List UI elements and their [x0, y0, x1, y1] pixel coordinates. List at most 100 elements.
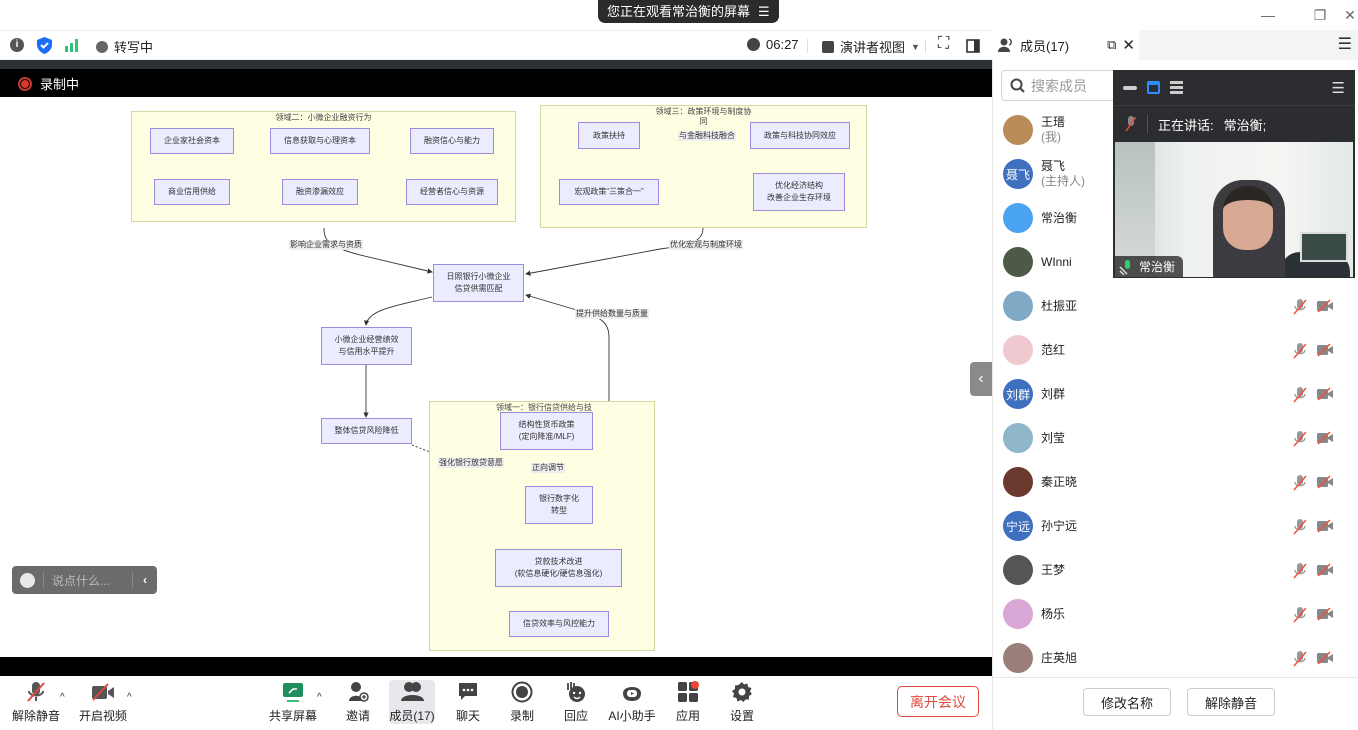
transcribe-status[interactable]: 转写中	[96, 37, 153, 56]
member-row[interactable]: 杨乐	[1003, 594, 1353, 634]
node-info-capital[interactable]: 信息获取与心理资本	[270, 128, 370, 154]
members-panel-header: 成员(17) ⧉ ✕	[992, 30, 1139, 60]
node-efficiency[interactable]: 信贷效率与风控能力	[509, 611, 609, 637]
video-off-icon[interactable]	[1317, 387, 1333, 401]
member-search-input[interactable]: 搜索成员	[1001, 70, 1121, 101]
chevron-up-icon[interactable]: ^	[60, 692, 65, 703]
member-row[interactable]: 王瑨(我)	[1003, 110, 1353, 150]
recording-indicator: 录制中	[18, 74, 79, 93]
node-policy-support[interactable]: 政策扶持	[578, 122, 640, 149]
unmute-button[interactable]: 解除静音	[6, 680, 66, 724]
member-name-block: 王梦	[1041, 563, 1065, 578]
stage-top-strip	[0, 60, 992, 69]
menu-icon[interactable]: ☰	[758, 4, 770, 19]
signal-icon[interactable]	[65, 39, 79, 52]
member-row[interactable]: 庄英旭	[1003, 638, 1353, 678]
video-off-icon[interactable]	[1317, 299, 1333, 313]
node-risk-reduction[interactable]: 整体信贷风险降低	[321, 418, 412, 444]
ai-assistant-button[interactable]: AI小助手	[602, 680, 662, 724]
minimize-video-icon[interactable]	[1123, 85, 1137, 90]
rename-button[interactable]: 修改名称	[1083, 688, 1171, 716]
node-performance[interactable]: 小微企业经营绩效 与信用水平提升	[321, 327, 412, 365]
node-confidence[interactable]: 融资信心与能力	[410, 128, 494, 154]
emoji-icon[interactable]	[20, 572, 35, 588]
hamburger-icon[interactable]: ☰	[1337, 36, 1352, 53]
close-window-icon[interactable]: ✕	[1344, 7, 1356, 23]
node-structural-policy[interactable]: 结构性货币政策 (定向降准/MLF)	[500, 412, 593, 450]
close-panel-icon[interactable]: ✕	[1122, 37, 1135, 54]
member-row[interactable]: WInni	[1003, 242, 1353, 282]
video-off-icon[interactable]	[1317, 519, 1333, 533]
video-off-icon[interactable]	[1317, 475, 1333, 489]
mic-off-icon[interactable]	[1293, 299, 1307, 315]
list-view-icon[interactable]	[1170, 81, 1183, 94]
mic-off-icon[interactable]	[1293, 343, 1307, 359]
node-leakage[interactable]: 融资渗漏效应	[282, 179, 358, 205]
info-icon[interactable]: i	[10, 38, 24, 52]
member-row[interactable]: 范红	[1003, 330, 1353, 370]
member-row[interactable]: 聂飞聂飞(主持人)	[1003, 154, 1353, 194]
member-row[interactable]: 王梦	[1003, 550, 1353, 590]
single-view-icon[interactable]	[1147, 81, 1160, 94]
record-button[interactable]: 录制	[492, 680, 552, 724]
video-off-icon[interactable]	[1317, 431, 1333, 445]
sidebar-toggle-icon[interactable]	[966, 39, 980, 53]
divider	[925, 39, 926, 53]
collapse-panel-button[interactable]: ‹	[970, 362, 992, 396]
node-loan-tech[interactable]: 贷款技术改进 (软信息硬化/硬信息强化)	[495, 549, 622, 587]
restore-icon[interactable]: ❐	[1313, 7, 1327, 23]
chat-placeholder[interactable]: 说点什么...	[52, 573, 111, 588]
leave-meeting-button[interactable]: 离开会议	[897, 686, 979, 717]
member-row[interactable]: 常治衡	[1003, 198, 1353, 238]
video-off-icon[interactable]	[1317, 563, 1333, 577]
view-mode-dropdown[interactable]: 演讲者视图 ▼	[822, 37, 920, 56]
node-trade-credit[interactable]: 商业信用供给	[154, 179, 230, 205]
fullscreen-icon[interactable]: ⛶	[938, 35, 950, 52]
mic-off-icon[interactable]	[1293, 387, 1307, 403]
node-credit-matching[interactable]: 日照银行小微企业 信贷供需匹配	[433, 264, 524, 302]
apps-button[interactable]: 应用	[658, 680, 718, 724]
node-macro-policy[interactable]: 宏观政策“三策合一”	[559, 179, 659, 205]
member-name-block: 杨乐	[1041, 607, 1065, 622]
member-row[interactable]: 刘莹	[1003, 418, 1353, 458]
minimize-icon[interactable]: —	[1261, 7, 1275, 23]
share-screen-button[interactable]: 共享屏幕	[263, 680, 323, 724]
pop-out-icon[interactable]: ⧉	[1107, 37, 1117, 52]
node-owner-resources[interactable]: 经营者信心与资源	[406, 179, 498, 205]
member-row[interactable]: 刘群刘群	[1003, 374, 1353, 414]
group-title: 领域三：政策环境与制度协 同	[655, 107, 752, 126]
chevron-up-icon[interactable]: ^	[317, 692, 322, 703]
node-policy-synergy[interactable]: 政策与科技协同效应	[750, 122, 850, 149]
video-off-icon[interactable]	[1317, 343, 1333, 357]
expand-video-icon[interactable]: ☰	[1331, 79, 1345, 97]
video-off-icon[interactable]	[1317, 651, 1333, 665]
unmute-self-button[interactable]: 解除静音	[1187, 688, 1275, 716]
member-row[interactable]: 杜振亚	[1003, 286, 1353, 326]
node-optimize-structure[interactable]: 优化经济结构 改善企业生存环境	[753, 173, 845, 211]
shield-icon[interactable]	[37, 37, 52, 54]
mic-off-icon[interactable]	[1293, 431, 1307, 447]
avatar	[1003, 335, 1033, 365]
members-button[interactable]: 成员(17)	[389, 680, 435, 724]
settings-button[interactable]: 设置	[712, 680, 772, 724]
chat-button[interactable]: 聊天	[438, 680, 498, 724]
member-row[interactable]: 秦正晓	[1003, 462, 1353, 502]
react-button[interactable]: 回应	[546, 680, 606, 724]
invite-button[interactable]: 邀请	[328, 680, 388, 724]
mic-off-icon[interactable]	[1293, 519, 1307, 535]
chevron-up-icon[interactable]: ^	[127, 692, 132, 703]
member-row[interactable]: 宁远孙宁远	[1003, 506, 1353, 546]
viewing-banner[interactable]: 您正在观看常治衡的屏幕 ☰	[598, 0, 779, 23]
mic-off-icon[interactable]	[1293, 475, 1307, 491]
mic-off-icon[interactable]	[1293, 651, 1307, 667]
start-video-button[interactable]: 开启视频	[73, 680, 133, 724]
chevron-left-icon[interactable]: ‹	[143, 573, 147, 587]
member-name-block: 刘群	[1041, 387, 1065, 402]
chat-quick-input[interactable]: 说点什么... ‹	[12, 566, 157, 594]
mic-off-icon[interactable]	[1293, 607, 1307, 623]
mic-off-icon[interactable]	[1293, 563, 1307, 579]
node-digital-transform[interactable]: 银行数字化 转型	[525, 486, 593, 524]
avatar	[1003, 247, 1033, 277]
node-social-capital[interactable]: 企业家社会资本	[150, 128, 234, 154]
video-off-icon[interactable]	[1317, 607, 1333, 621]
